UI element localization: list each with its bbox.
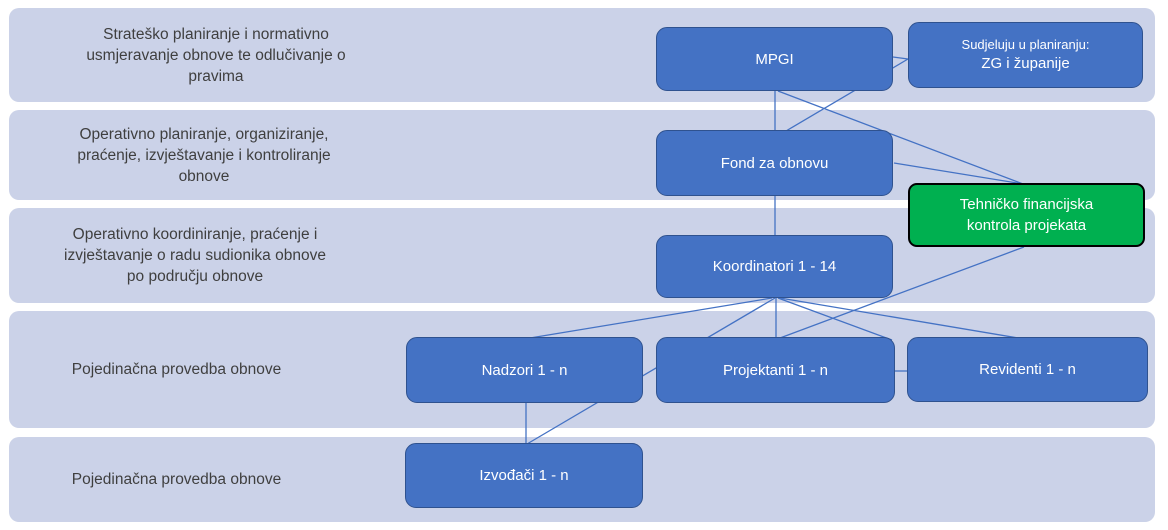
band-strategic-label: Strateško planiranje i normativno usmjer… xyxy=(86,25,346,85)
node-mpgi-label: MPGI xyxy=(755,50,794,68)
connector-fond-kontrola xyxy=(893,162,1024,185)
band-operational-coordination-label: Operativno koordiniranje, praćenje i izv… xyxy=(64,226,326,285)
node-sudjeluju-line2: ZG i županije xyxy=(981,55,1070,72)
connector-koordinatori-nadzori xyxy=(529,297,773,339)
node-izvodaci-label: Izvođači 1 - n xyxy=(479,467,569,484)
connector-koordinatori-izvodaci xyxy=(526,297,776,445)
band-implementation-1-label: Pojedinačna provedba obnove xyxy=(71,361,282,378)
connector-mpgi-sudjeluju xyxy=(892,56,909,60)
band-operational-planning-label: Operativno planiranje, organiziranje, pr… xyxy=(77,125,331,185)
node-nadzori-label: Nadzori 1 - n xyxy=(481,361,568,379)
connector-kontrola-projektanti xyxy=(779,246,1025,339)
node-fond-za-obnovu: Fond za obnovu xyxy=(656,130,893,196)
node-koordinatori: Koordinatori 1 - 14 xyxy=(656,235,893,298)
node-sudjeluju-line1: Sudjeluju u planiranju: xyxy=(961,37,1090,52)
node-revidenti-label: Revidenti 1 - n xyxy=(979,361,1076,378)
band-operational-coordination: Operativno koordiniranje, praćenje i izv… xyxy=(9,208,1155,303)
band-implementation-2-label: Pojedinačna provedba obnove xyxy=(71,471,282,488)
node-projektanti-label: Projektanti 1 - n xyxy=(722,361,829,379)
node-fond-label: Fond za obnovu xyxy=(720,154,829,172)
connector-koordinatori-revidenti xyxy=(779,297,1019,339)
node-tehnicka-kontrola-label: Tehničko financijska kontrola projekata xyxy=(959,196,1094,234)
node-projektanti: Projektanti 1 - n xyxy=(656,337,895,403)
node-tehnicka-kontrola: Tehničko financijska kontrola projekata xyxy=(908,183,1145,247)
node-izvodaci: Izvođači 1 - n xyxy=(405,443,643,508)
node-koordinatori-label: Koordinatori 1 - 14 xyxy=(712,258,837,275)
node-mpgi: MPGI xyxy=(656,27,893,91)
node-revidenti: Revidenti 1 - n xyxy=(907,337,1148,402)
connector-mpgi-kontrola xyxy=(777,90,1024,185)
connector-koordinatori-projektanti-right xyxy=(777,297,893,341)
node-sudjeluju: Sudjeluju u planiranju: ZG i županije xyxy=(908,22,1143,88)
node-nadzori: Nadzori 1 - n xyxy=(406,337,643,403)
